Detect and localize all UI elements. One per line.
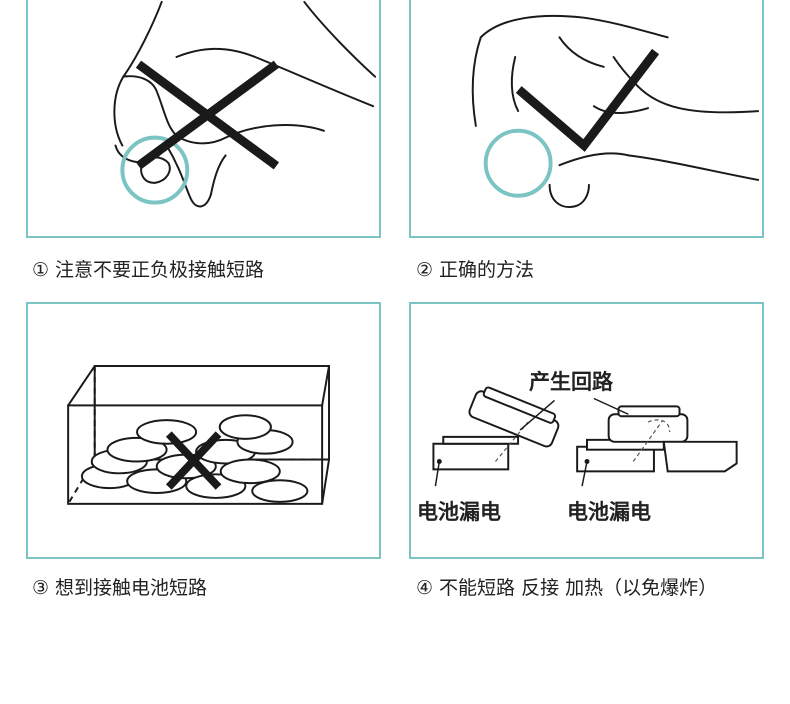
hand-pinching-battery-illustration bbox=[113, 0, 377, 208]
cross-mark-icon bbox=[135, 60, 280, 170]
panel-correct-method bbox=[409, 0, 764, 238]
check-mark-icon bbox=[515, 48, 660, 152]
hand-holding-battery-edge-illustration bbox=[471, 14, 760, 208]
panel-wrong-method bbox=[26, 0, 381, 238]
battery-leak-diagram bbox=[432, 386, 738, 487]
leak-label-left: 电池漏电 bbox=[417, 500, 501, 524]
closed-loop-label: 产生回路 bbox=[529, 370, 613, 394]
panel-leak-diagram: 产生回路 电池漏电 电池漏电 bbox=[409, 302, 764, 559]
leak-label-right: 电池漏电 bbox=[567, 500, 651, 524]
battery-ring bbox=[120, 135, 190, 205]
panel-box-of-batteries bbox=[26, 302, 381, 559]
battery-ring bbox=[483, 128, 553, 198]
batteries-in-box-illustration bbox=[67, 365, 330, 505]
cross-mark-icon bbox=[165, 431, 222, 490]
